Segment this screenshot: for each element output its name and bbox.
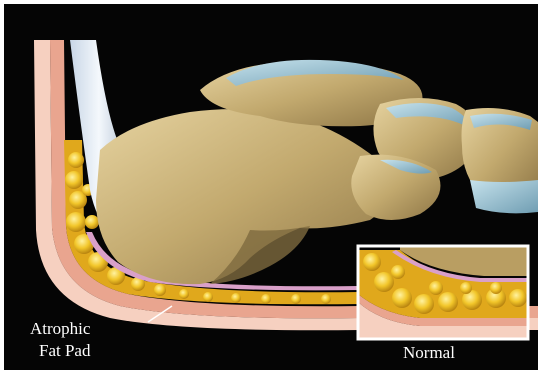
atrophic-label-line1: Atrophic bbox=[30, 319, 91, 338]
normal-label: Normal bbox=[403, 343, 455, 362]
metatarsal-bone bbox=[470, 180, 538, 213]
atrophic-label-line2: Fat Pad bbox=[39, 341, 91, 360]
normal-inset bbox=[358, 246, 528, 339]
